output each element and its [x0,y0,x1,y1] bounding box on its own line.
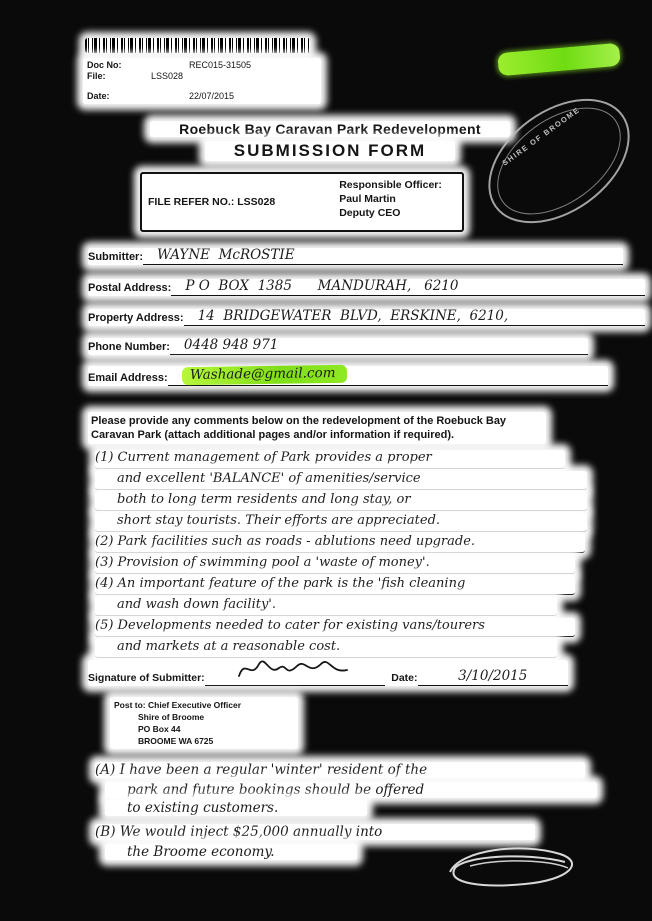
responsible-officer-cell: Responsible Officer: Paul Martin Deputy … [333,174,462,230]
return-address-block: Post to: Chief Executive Officer Shire o… [110,697,298,749]
return-line: Post to: Chief Executive Officer [114,700,242,710]
return-line: BROOME WA 6725 [138,736,214,746]
return-line: PO Box 44 [138,724,181,734]
comment-line: and excellent 'BALANCE' of amenities/ser… [95,471,587,490]
comment-line: and wash down facility'. [95,597,557,616]
postal-address-label: Postal Address: [88,282,172,294]
note-a-line: (A) I have been a regular 'winter' resid… [95,762,585,778]
email-address-label: Email Address: [88,372,168,384]
officer-title: Deputy CEO [339,207,401,219]
file-label: File: [87,71,106,81]
phone-number-label: Phone Number: [88,341,170,353]
comment-line: (1) Current management of Park provides … [95,450,565,469]
date-label: Date: [87,91,110,101]
date-row: Date: 22/07/2015 [87,91,317,102]
field-email-address: Email Address: Washade@gmail.com [88,364,608,386]
doc-no-value: REC015-31505 [189,60,252,70]
form-title: Roebuck Bay Caravan Park Redevelopment [150,121,510,137]
signature-svg [238,660,348,677]
officer-name: Paul Martin [339,193,396,205]
signature-row: Signature of Submitter: Date: 3/10/2015 [88,660,568,686]
file-value: LSS028 [151,71,184,81]
highlighter-mark [497,42,621,77]
email-underline: Washade@gmail.com [167,364,608,386]
postal-address-value: P O BOX 1385 MANDURAH, 6210 [171,279,645,296]
barcode [85,38,310,53]
file-reference-box: FILE REFER NO.: LSS028 Responsible Offic… [140,172,464,232]
doc-meta-block: Doc No: REC015-31505 File: LSS028 Date: … [83,58,321,104]
signature-date-value: 3/10/2015 [417,668,568,686]
comment-line: both to long term residents and long sta… [95,492,587,511]
note-b-line: the Broome economy. [105,844,357,860]
doc-no-row: Doc No: REC015-31505 [87,60,317,71]
comment-line: (3) Provision of swimming pool a 'waste … [95,555,575,574]
shire-stamp: SHIRE OF BROOME [465,73,652,249]
field-submitter: Submitter: WAYNE McROSTIE [88,248,623,265]
date-field-label: Date: [391,672,418,684]
phone-number-value: 0448 948 971 [169,338,588,355]
property-address-label: Property Address: [88,312,184,324]
field-postal-address: Postal Address: P O BOX 1385 MANDURAH, 6… [88,279,645,296]
note-b-line: (B) We would inject $25,000 annually int… [95,824,535,840]
file-ref-cell: FILE REFER NO.: LSS028 [148,196,276,208]
form-subtitle: SUBMISSION FORM [205,141,455,161]
comment-line: short stay tourists. Their efforts are a… [95,513,587,532]
date-value: 22/07/2015 [189,91,235,101]
property-address-value: 14 BRIDGEWATER BLVD, ERSKINE, 6210, [183,309,645,326]
comment-line: (2) Park facilities such as roads - ablu… [95,534,585,553]
comment-line: and markets at a reasonable cost. [95,639,557,658]
submitter-value: WAYNE McROSTIE [143,248,623,265]
comment-line: (5) Developments needed to cater for exi… [95,618,575,637]
pen-scribble [449,847,573,887]
signature-label: Signature of Submitter: [88,672,205,684]
signature-scribble [204,656,386,686]
field-phone-number: Phone Number: 0448 948 971 [88,338,588,355]
note-a-line: to existing customers. [105,800,367,816]
doc-no-label: Doc No: [87,60,122,70]
comment-line: (4) An important feature of the park is … [95,576,575,595]
note-a-line: park and future bookings should be offer… [105,782,597,798]
field-property-address: Property Address: 14 BRIDGEWATER BLVD, E… [88,309,645,326]
submitter-label: Submitter: [88,251,143,263]
officer-label: Responsible Officer: [339,179,442,191]
instructions-text: Please provide any comments below on the… [88,412,546,444]
email-address-value: Washade@gmail.com [181,364,348,386]
file-row: File: LSS028 [87,71,317,82]
return-line: Shire of Broome [138,712,205,722]
